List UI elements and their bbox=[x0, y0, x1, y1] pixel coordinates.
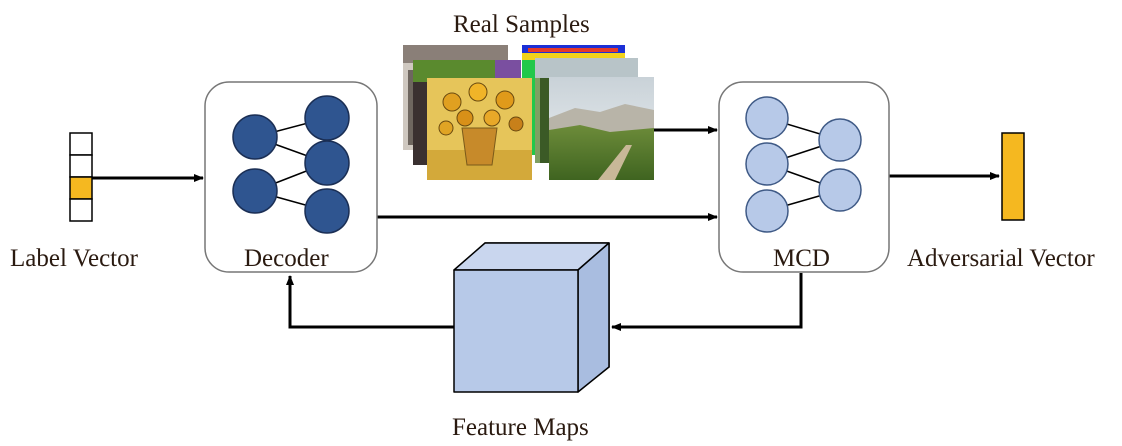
label-vector-cell bbox=[69, 132, 93, 156]
decoder-node bbox=[304, 140, 350, 186]
decoder-node bbox=[232, 168, 278, 214]
adversarial-vector-label: Adversarial Vector bbox=[907, 245, 1095, 272]
decoder-label: Decoder bbox=[244, 245, 329, 272]
mcd-node bbox=[818, 168, 862, 212]
feature-map-front bbox=[453, 269, 579, 393]
label-vector bbox=[69, 132, 93, 222]
mcd-label: MCD bbox=[773, 245, 830, 272]
mcd-block bbox=[718, 81, 890, 273]
adversarial-vector bbox=[1001, 132, 1025, 221]
sample-image-landscape bbox=[549, 77, 654, 180]
arrow-feature-maps-to-decoder bbox=[286, 275, 454, 329]
label-vector-cell bbox=[69, 198, 93, 222]
decoder-block bbox=[204, 81, 378, 273]
real-samples-label: Real Samples bbox=[453, 11, 590, 38]
decoder-node bbox=[304, 188, 350, 234]
decoder-node bbox=[232, 114, 278, 160]
mcd-node bbox=[745, 96, 789, 140]
label-vector-cell bbox=[69, 154, 93, 178]
label-vector-cell-active bbox=[69, 176, 93, 200]
mcd-node bbox=[745, 189, 789, 233]
feature-maps-label: Feature Maps bbox=[452, 414, 589, 441]
feature-maps-cube bbox=[453, 242, 610, 393]
mcd-node bbox=[745, 142, 789, 186]
sample-image-sunflowers bbox=[427, 78, 532, 180]
feature-map-side bbox=[577, 242, 610, 393]
real-samples-collage bbox=[403, 45, 654, 180]
arrow-mcd-to-feature-maps bbox=[611, 273, 803, 331]
mcd-node bbox=[818, 118, 862, 162]
decoder-node bbox=[304, 95, 350, 141]
label-vector-label: Label Vector bbox=[10, 245, 138, 272]
